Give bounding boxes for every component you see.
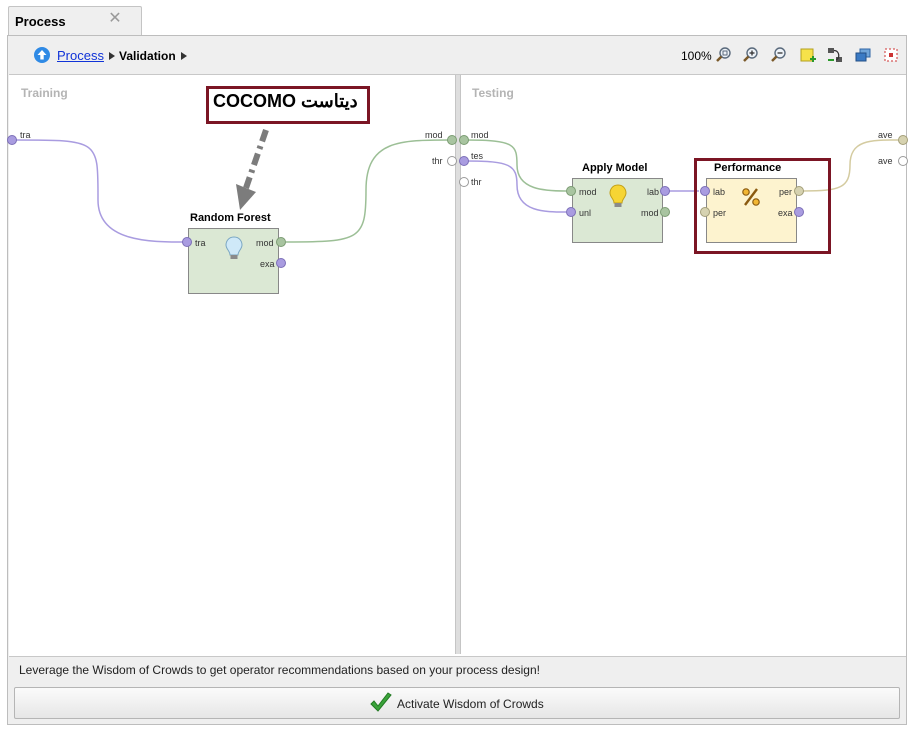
port-label: thr (432, 156, 443, 166)
zoom-fit-icon[interactable] (715, 46, 733, 64)
up-arrow-icon[interactable] (34, 47, 50, 63)
dashed-annotation-arrow (236, 129, 269, 210)
port-label: per (779, 187, 793, 197)
lightbulb-icon (225, 236, 243, 259)
apply-model-mod-in-port[interactable] (566, 186, 576, 196)
auto-layout-icon[interactable] (882, 46, 900, 64)
random-forest-operator[interactable]: tra mod exa (188, 228, 279, 294)
activate-wisdom-button[interactable] (14, 687, 900, 719)
breadcrumb-validation: Validation (119, 49, 176, 63)
port-label: thr (471, 177, 482, 187)
training-output-mod-port[interactable] (447, 135, 457, 145)
subprocess-divider[interactable] (455, 75, 461, 654)
port-label: mod (579, 187, 597, 197)
testing-input-tes-port[interactable] (459, 156, 469, 166)
random-forest-exa-port[interactable] (276, 258, 286, 268)
apply-model-lab-out-port[interactable] (660, 186, 670, 196)
annotation-text: COCOMO دیتاست (213, 91, 358, 111)
activate-wisdom-label: Activate Wisdom of Crowds (397, 697, 544, 711)
performance-title: Performance (714, 162, 782, 174)
port-label: exa (778, 208, 793, 218)
percent-icon (742, 188, 760, 206)
order-execution-icon[interactable] (854, 46, 872, 64)
testing-input-thr-port[interactable] (459, 177, 469, 187)
apply-model-title: Apply Model (582, 162, 648, 174)
port-label: mod (256, 238, 274, 248)
testing-label: Testing (472, 86, 514, 100)
port-label: lab (713, 187, 726, 197)
testing-output-ave-port-2[interactable] (898, 156, 908, 166)
tab-process[interactable]: Process ✕ (8, 6, 142, 37)
random-forest-in-port[interactable] (182, 237, 192, 247)
performance-per-out-port[interactable] (794, 186, 804, 196)
port-label: per (713, 208, 727, 218)
wisdom-message: Leverage the Wisdom of Crowds to get ope… (19, 663, 540, 677)
port-label: ave (878, 156, 893, 166)
apply-model-unl-in-port[interactable] (566, 207, 576, 217)
random-forest-mod-port[interactable] (276, 237, 286, 247)
training-output-thr-port[interactable] (447, 156, 457, 166)
tab-title: Process (15, 14, 66, 29)
testing-output-ave-port-1[interactable] (898, 135, 908, 145)
zoom-level: 100% (681, 49, 712, 63)
port-label: ave (878, 130, 893, 140)
performance-exa-out-port[interactable] (794, 207, 804, 217)
port-label: mod (471, 130, 489, 140)
port-label: unl (579, 208, 592, 218)
checkmark-icon (370, 692, 392, 712)
add-note-icon[interactable] (799, 46, 817, 64)
port-label: tes (471, 151, 484, 161)
port-label: mod (425, 130, 443, 140)
port-label: tra (195, 238, 206, 248)
tab-strip: Process ✕ (0, 0, 910, 37)
apply-model-mod-out-port[interactable] (660, 207, 670, 217)
testing-input-mod-port[interactable] (459, 135, 469, 145)
annotation-box[interactable] (206, 86, 370, 124)
apply-model-operator[interactable]: mod unl lab mod (572, 178, 663, 243)
random-forest-title: Random Forest (190, 212, 271, 224)
auto-wire-icon[interactable] (826, 46, 844, 64)
breadcrumb-arrow-icon[interactable] (181, 52, 187, 60)
training-input-port[interactable] (7, 135, 17, 145)
port-label: exa (260, 259, 275, 269)
training-label: Training (21, 86, 68, 100)
breadcrumb-process-link[interactable]: Process (57, 48, 104, 63)
breadcrumb-arrow-icon (109, 52, 115, 60)
zoom-out-icon[interactable] (770, 46, 788, 64)
zoom-in-icon[interactable] (742, 46, 760, 64)
port-label: tra (20, 130, 31, 140)
performance-highlight (694, 158, 831, 254)
performance-lab-in-port[interactable] (700, 186, 710, 196)
performance-per-in-port[interactable] (700, 207, 710, 217)
close-icon[interactable]: ✕ (108, 10, 122, 27)
performance-operator[interactable]: lab per per exa (706, 178, 797, 243)
port-label: mod (641, 208, 659, 218)
port-label: lab (647, 187, 660, 197)
lightbulb-icon (609, 184, 627, 207)
